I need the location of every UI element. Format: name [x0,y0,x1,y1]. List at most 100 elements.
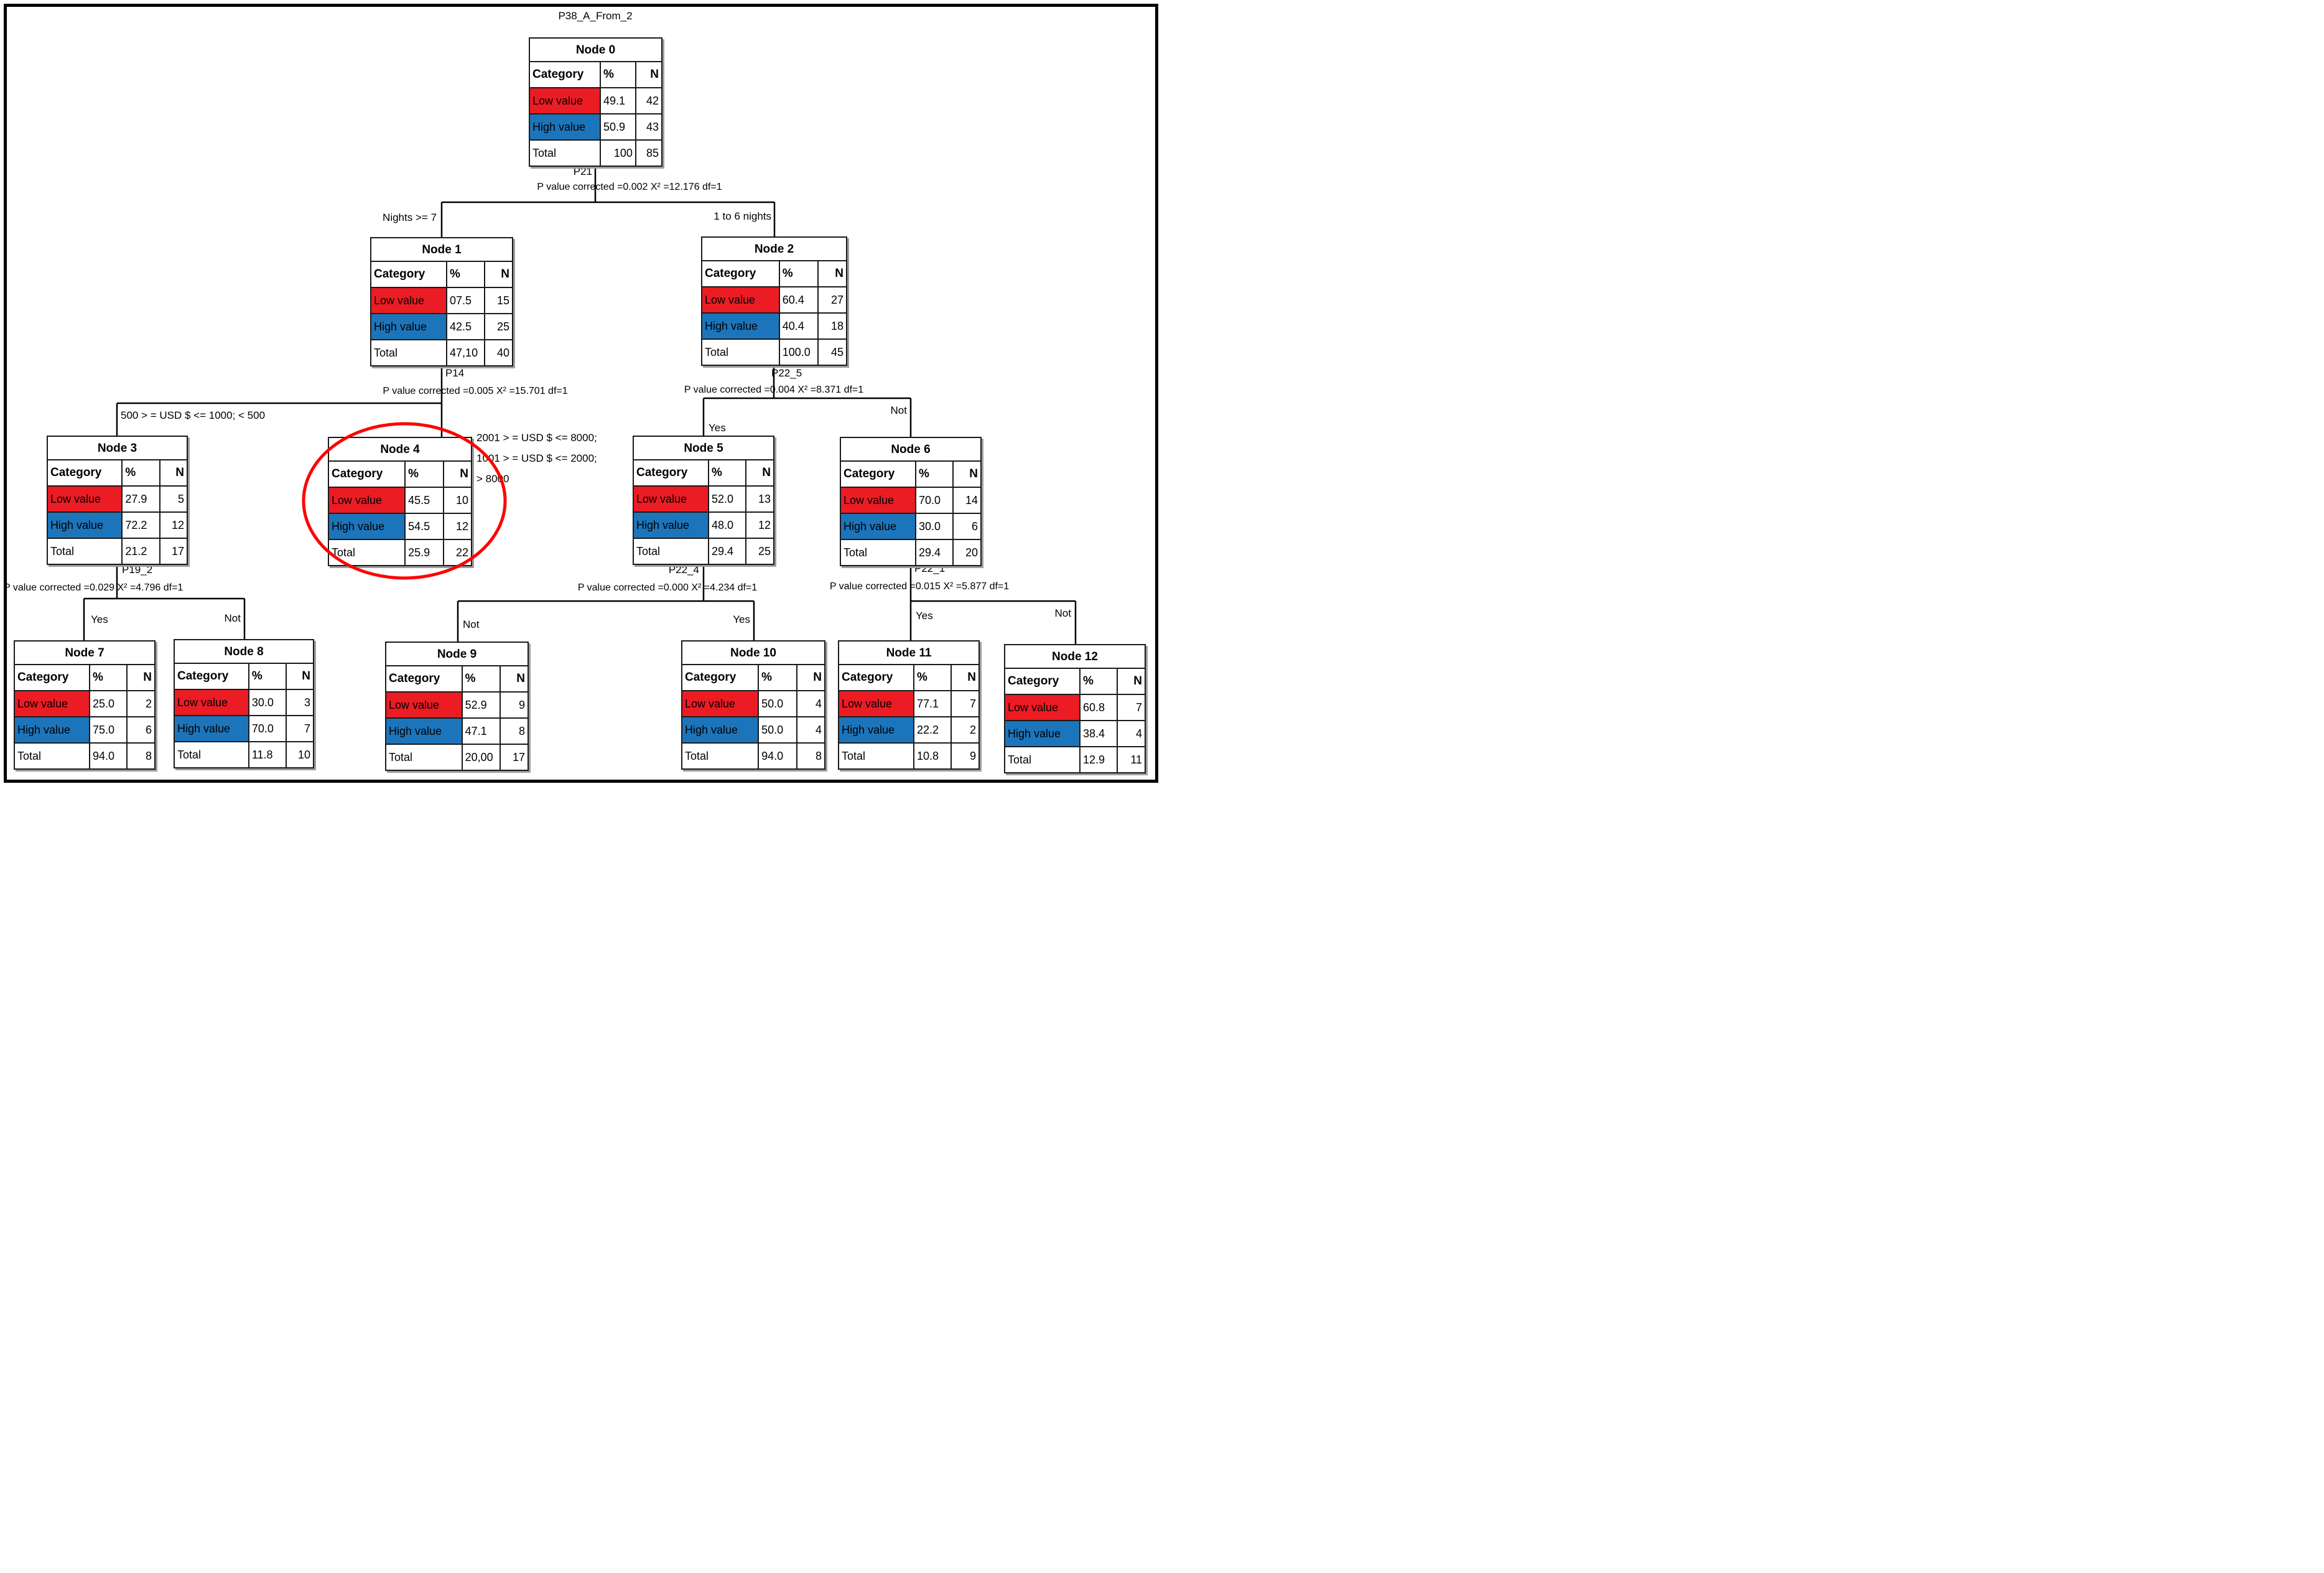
table-header-row: Category%N [371,262,512,288]
percent-value: 100 [601,141,636,166]
category-label: Low value [634,487,709,511]
percent-value: 11.8 [249,742,287,767]
n-value: 25 [496,320,509,333]
n-value: 4 [815,697,822,710]
branch-label-p19-2-not: Not [224,612,241,624]
n-value: 9 [969,749,976,762]
table-header-row: Category%N [15,665,154,691]
percent-value: 70.0 [916,488,954,513]
percent-header-cell: % [709,460,747,485]
category-label: High value [530,114,601,139]
table-header-row: Category%N [175,664,313,690]
category-label: Total [175,742,249,767]
branch-label-usd-2001-8000: 2001 > = USD $ <= 8000; [476,432,597,444]
table-header-row: Category%N [702,261,846,287]
category-label: Total [634,539,709,564]
percent-header-cell: % [447,262,486,287]
n-value: 18 [830,319,844,332]
n-value: 25 [758,544,771,558]
table-header-row: Category%N [530,62,661,88]
decision-tree-diagram: P38_A_From_2 P21 P value corrected =0.00… [0,0,1162,786]
category-label: High value [15,717,90,742]
percent-value: 52.9 [463,693,501,717]
category-label: High value [48,513,123,538]
n-value: 45 [830,345,844,358]
node-title: Node 0 [530,39,661,62]
split-variable-p14: P14 [445,367,465,379]
n-value: 17 [171,544,184,558]
percent-header-cell: % [463,666,501,691]
category-header-cell: Category [371,262,448,287]
n-value: 3 [304,696,310,709]
category-label: High value [839,717,914,742]
split-stats-p19-2: P value corrected =0.029 X² =4.796 df=1 [4,582,184,593]
category-label: Low value [702,287,780,312]
split-stats-p21: P value corrected =0.002 X² =12.176 df=1 [537,182,722,192]
category-label: High value [841,514,916,539]
category-label: High value [702,314,780,338]
percent-value: 30.0 [249,690,287,715]
percent-value: 70.0 [249,716,287,741]
category-label: Total [1005,747,1081,772]
n-header-cell: N [650,68,659,81]
category-header-cell: Category [841,462,916,487]
connector-p22-4 [457,562,755,642]
category-header-cell: Category [48,460,123,485]
percent-value: 72.2 [123,513,160,538]
percent-value: 94.0 [759,744,797,768]
n-value: 8 [815,749,822,762]
category-header-cell: Category [386,666,463,691]
n-value: 12 [455,520,468,533]
percent-value: 12.9 [1081,747,1118,772]
branch-label-p22-5-not: Not [890,404,907,416]
category-label: Total [329,540,406,565]
category-label: High value [371,314,448,339]
percent-value: 38.4 [1081,721,1118,746]
n-value: 27 [830,293,844,306]
category-label: Low value [386,693,463,717]
n-value: 6 [971,520,978,533]
percent-header-cell: % [916,462,954,487]
branch-label-usd-gt-8000: > 8000 [476,473,509,485]
branch-label-1-to-6-nights: 1 to 6 nights [713,210,771,222]
category-label: Low value [682,691,760,716]
category-label: Low value [15,691,90,716]
table-header-row: Category%N [841,462,980,488]
category-header-cell: Category [15,665,90,690]
percent-value: 40.4 [780,314,819,338]
category-label: Low value [329,488,406,513]
branch-label-nights-ge-7: Nights >= 7 [383,212,437,223]
category-label: High value [1005,721,1081,746]
node-title: Node 9 [386,643,528,666]
node-title: Node 8 [175,640,313,664]
category-label: Low value [841,488,916,513]
n-value: 11 [1130,753,1142,766]
percent-header-cell: % [249,664,287,689]
percent-value: 10.8 [914,744,952,768]
table-header-row: Category%N [48,460,187,487]
n-value: 14 [965,493,978,506]
percent-value: 21.2 [123,539,160,564]
node-title: Node 5 [634,437,773,460]
node-title: Node 12 [1005,645,1145,669]
branch-label-p22-1-not: Not [1054,607,1071,619]
